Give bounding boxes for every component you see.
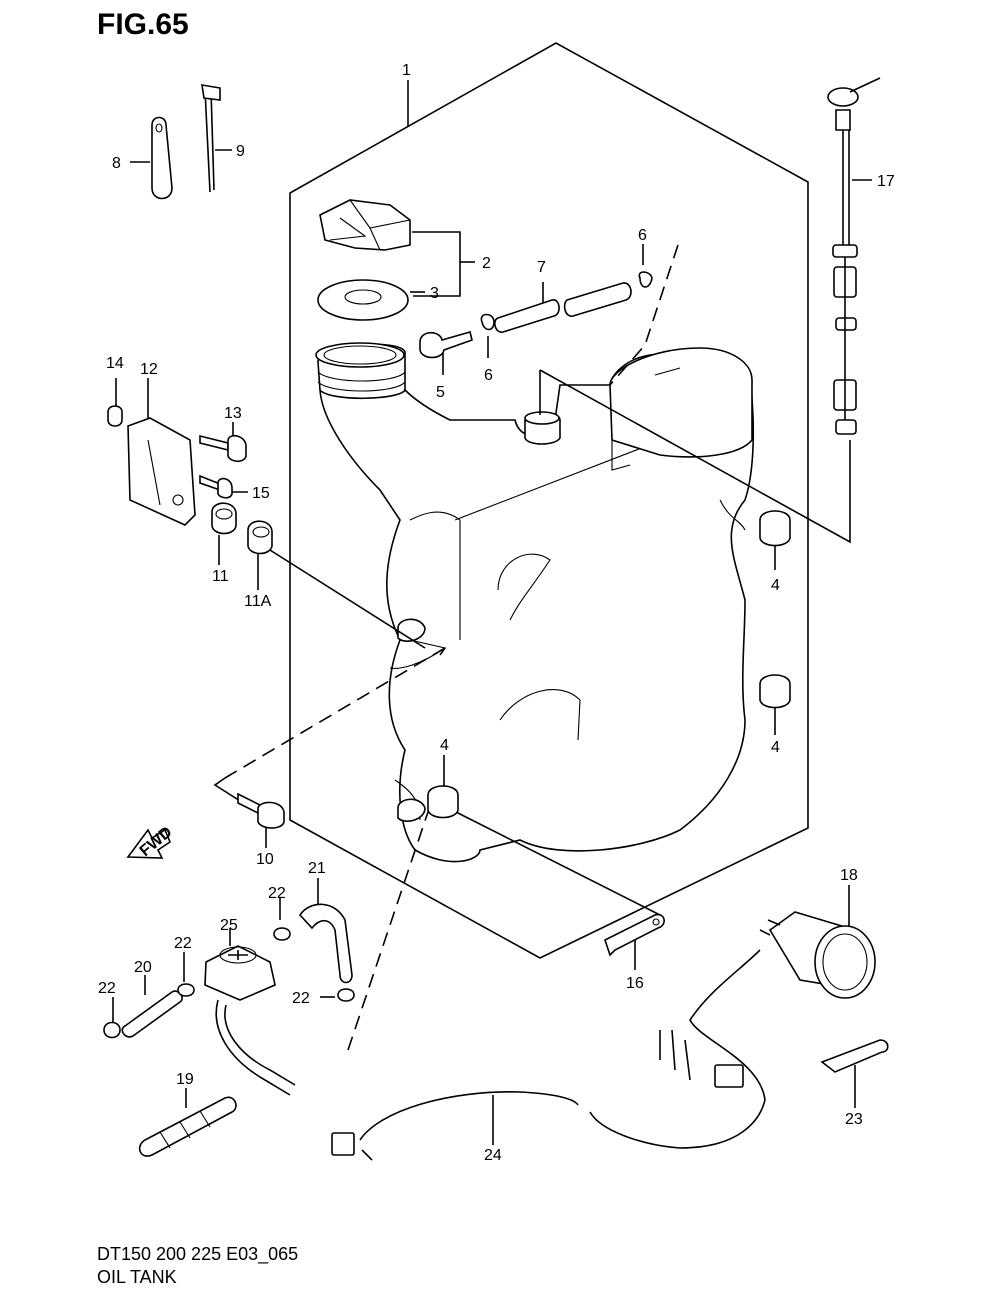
callout-15: 15 <box>252 485 270 502</box>
callout-labels: 1 2 3 4 4 4 5 6 6 7 8 9 10 11 11A 12 13 … <box>98 62 895 1164</box>
hose-protector <box>138 1096 237 1157</box>
mount-grommet <box>247 520 273 555</box>
diagram-name: OIL TANK <box>97 1267 177 1287</box>
callout-9: 9 <box>236 143 245 160</box>
callout-3: 3 <box>430 285 439 302</box>
model-code: DT150 200 225 E03_065 <box>97 1244 299 1264</box>
tank-mount-bracket <box>127 417 196 526</box>
callout-11: 11 <box>212 568 229 585</box>
callout-4c: 4 <box>440 737 449 754</box>
breather-fitting <box>419 331 473 359</box>
bracket-bolt <box>199 434 247 463</box>
cable-tie <box>201 84 221 193</box>
callout-5: 5 <box>436 384 445 401</box>
hose-clip-1 <box>103 1021 121 1039</box>
callout-2: 2 <box>482 255 491 272</box>
callout-13: 13 <box>224 405 242 422</box>
oil-hose-straight <box>121 990 183 1038</box>
mount-collar <box>211 502 237 535</box>
callout-22b: 22 <box>174 935 192 952</box>
oil-level-gauge <box>827 77 881 435</box>
callout-18: 18 <box>840 867 858 884</box>
callout-21: 21 <box>308 860 326 877</box>
callout-4a: 4 <box>771 577 780 594</box>
callout-4b: 4 <box>771 739 780 756</box>
oil-tank-body <box>315 342 755 863</box>
grommet-upper <box>759 510 791 547</box>
tank-bolt <box>237 792 285 829</box>
callout-14: 14 <box>106 355 124 372</box>
hose-clip-lower <box>480 313 495 331</box>
callout-10: 10 <box>256 851 274 868</box>
tank-assembly-outline <box>289 42 809 959</box>
callout-6b: 6 <box>484 367 493 384</box>
hose-clip-2 <box>177 983 195 997</box>
callout-11a: 11A <box>244 593 272 610</box>
callout-16: 16 <box>626 975 644 992</box>
hose-clip-3 <box>273 927 291 941</box>
forward-direction-arrow: FWD <box>126 824 176 860</box>
hose-clip-4 <box>337 988 355 1002</box>
cap-gasket <box>317 279 409 321</box>
hose-bracket <box>151 116 173 200</box>
callout-23: 23 <box>845 1111 863 1128</box>
grommet-lower <box>427 785 459 819</box>
bracket-bolt-small <box>199 474 233 499</box>
callout-8: 8 <box>112 155 121 172</box>
hose-clip-upper <box>638 271 653 288</box>
wire-clamp <box>604 913 665 957</box>
rubber-cap <box>107 405 123 427</box>
oil-level-meter <box>759 911 876 999</box>
callout-12: 12 <box>140 361 158 378</box>
oil-hose-bent <box>298 903 353 984</box>
wiring-harness <box>331 949 766 1161</box>
meter-bracket <box>820 1039 889 1073</box>
callout-1: 1 <box>402 62 411 79</box>
callout-19: 19 <box>176 1071 194 1088</box>
callout-22a: 22 <box>268 885 286 902</box>
callout-24: 24 <box>484 1147 502 1164</box>
oil-tank-cap <box>319 199 411 251</box>
callout-25: 25 <box>220 917 238 934</box>
callout-7: 7 <box>537 259 546 276</box>
callout-17: 17 <box>877 173 895 190</box>
breather-hose <box>494 282 632 333</box>
leader-lines <box>112 80 872 1145</box>
grommet-middle <box>759 674 791 709</box>
callout-20: 20 <box>134 959 152 976</box>
callout-22c: 22 <box>98 980 116 997</box>
callout-22d: 22 <box>292 990 310 1007</box>
callout-6a: 6 <box>638 227 647 244</box>
figure-title: FIG.65 <box>97 8 189 41</box>
oil-pump <box>204 945 296 1096</box>
